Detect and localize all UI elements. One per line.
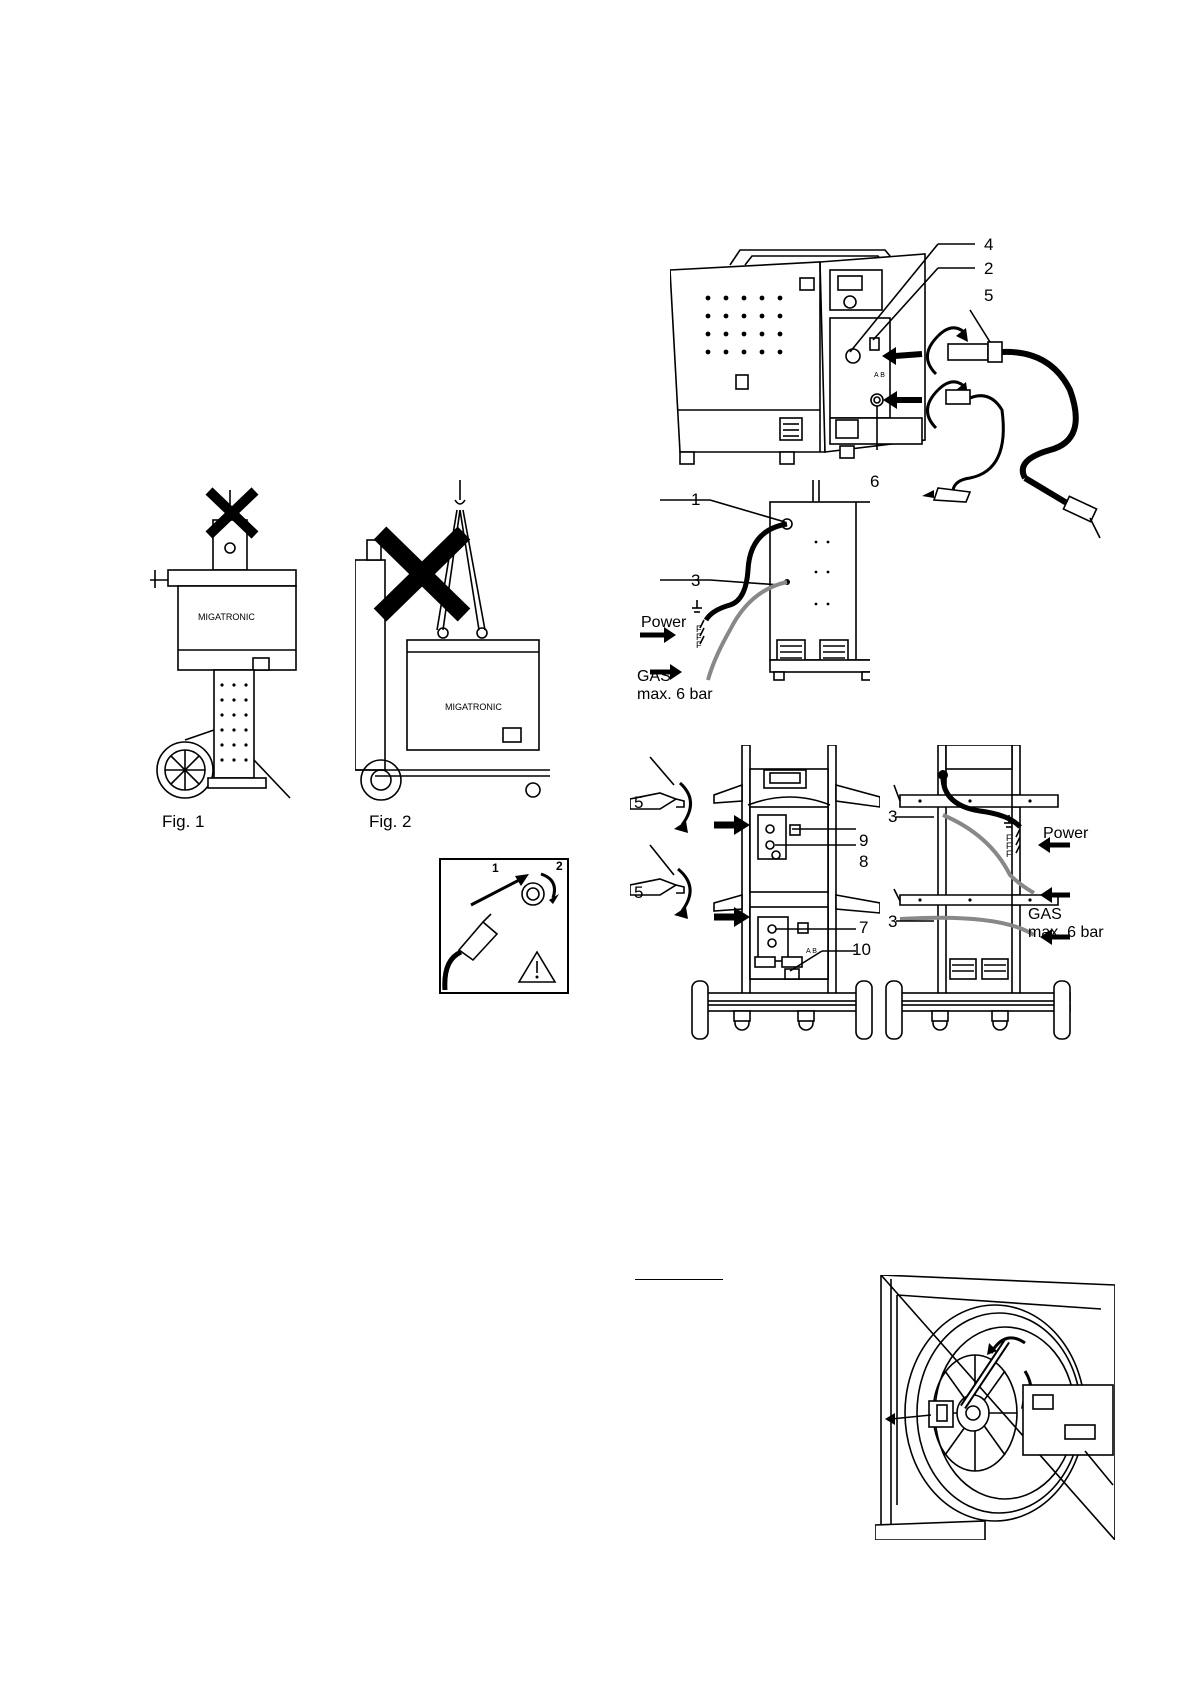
callout-5-upper: 5 — [634, 794, 643, 811]
gas-pressure-label-rear: max. 6 bar — [1028, 925, 1104, 941]
trolley-front-view: A B — [630, 745, 880, 1040]
forbidden-x-icon — [372, 525, 472, 623]
callout-10: 10 — [852, 941, 871, 958]
gas-pressure-label: max. 6 bar — [637, 687, 713, 703]
svg-text:A B: A B — [806, 948, 817, 955]
section-rule — [635, 1279, 723, 1280]
callout-2: 2 — [984, 260, 993, 277]
trolley-rear-view: F F F — [880, 745, 1080, 1040]
callout-3-upper: 3 — [888, 808, 897, 825]
gas-label: GAS — [637, 669, 671, 685]
svg-text:A B: A B — [874, 372, 885, 379]
warning-step-1: 1 — [492, 862, 499, 874]
callout-5: 5 — [984, 287, 993, 304]
gas-label-rear: GAS — [1028, 907, 1062, 923]
connector-warning-box — [439, 858, 569, 994]
forbidden-x-icon — [205, 487, 260, 539]
callout-8: 8 — [859, 853, 868, 870]
callout-4: 4 — [984, 236, 993, 253]
fig2-caption: Fig. 2 — [369, 813, 412, 830]
svg-text:MIGATRONIC: MIGATRONIC — [198, 612, 255, 622]
fig1-caption: Fig. 1 — [162, 813, 205, 830]
callout-3: 3 — [691, 572, 700, 589]
callout-1: 1 — [691, 491, 700, 508]
wire-spool-figure — [875, 1275, 1115, 1540]
svg-text:F: F — [1006, 849, 1012, 859]
callout-5-lower: 5 — [634, 884, 643, 901]
svg-text:F: F — [696, 640, 702, 650]
callout-3-lower: 3 — [888, 913, 897, 930]
callout-9: 9 — [859, 832, 868, 849]
callout-7: 7 — [859, 919, 868, 936]
machine-rear-view: F F F — [630, 480, 870, 690]
power-label-rear: Power — [1043, 826, 1088, 842]
warning-step-2: 2 — [556, 860, 563, 872]
callout-6: 6 — [870, 473, 879, 490]
power-label: Power — [641, 615, 686, 631]
svg-text:MIGATRONIC: MIGATRONIC — [445, 702, 502, 712]
